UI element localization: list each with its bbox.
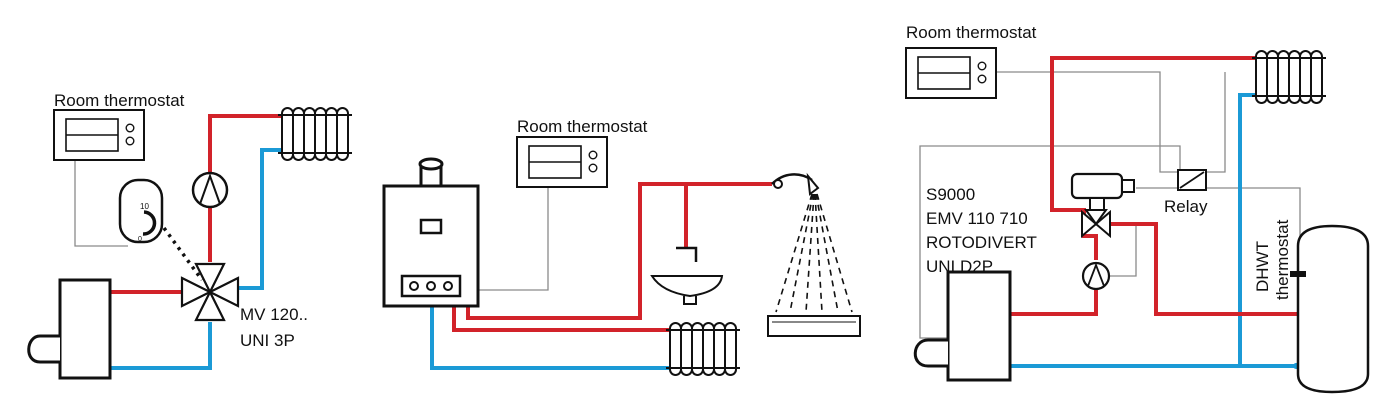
control-knob-icon <box>409 281 419 291</box>
hot-water-tank <box>1290 224 1370 394</box>
hot-dhw-pipe <box>466 182 772 320</box>
mixing-valve-icon <box>180 262 240 322</box>
boiler-wire <box>919 145 1181 339</box>
room-thermostat <box>53 109 145 161</box>
valve-label-line-3: ROTODIVERT <box>926 233 1037 252</box>
hot-flow-pipe <box>1010 290 1098 316</box>
sink-icon <box>650 246 724 305</box>
dial-min-label: 0 <box>138 236 142 243</box>
thermostat-label: Room thermostat <box>906 23 1037 42</box>
control-knob-icon <box>443 281 453 291</box>
thermostat-return-wire <box>1206 72 1226 173</box>
valve-label-line-4: UNI D2P <box>926 257 993 276</box>
burner-icon <box>27 334 60 364</box>
diagram-diverter-valve: Room thermostat Relay <box>905 23 1370 394</box>
hot-valve-to-radiator <box>1050 56 1262 260</box>
shower-icon <box>767 172 861 337</box>
tank-sensor <box>1290 271 1306 277</box>
cold-return-pipe <box>110 322 212 370</box>
valve-actuator: 10 0 <box>118 178 164 244</box>
room-thermostat <box>905 47 997 99</box>
burner-icon <box>913 338 948 368</box>
radiator-icon <box>1251 50 1327 104</box>
boiler-display <box>419 218 443 235</box>
relay-icon <box>1177 169 1207 191</box>
boiler-unit <box>946 270 1012 382</box>
boiler-controls <box>400 274 462 298</box>
valve-label-line-2: UNI 3P <box>240 331 295 350</box>
dhwt-label-line-2: thermostat <box>1273 219 1292 300</box>
thermostat-label: Room thermostat <box>54 91 185 110</box>
radiator-icon <box>277 107 353 161</box>
hot-valve-to-tank <box>1110 222 1304 316</box>
diverter-valve-icon <box>1070 172 1135 239</box>
valve-label-line-2: EMV 110 710 <box>926 209 1028 228</box>
valve-label-line-1: S9000 <box>926 185 975 204</box>
valve-label-line-1: MV 120.. <box>240 305 308 324</box>
dial-max-label: 10 <box>140 202 149 211</box>
cold-radiator-pipe <box>1238 93 1262 366</box>
flue-cap <box>418 157 444 171</box>
actuator-link <box>162 226 204 282</box>
pump-icon <box>191 171 229 209</box>
thermostat-wire <box>478 188 549 291</box>
dhwt-label-line-1: DHWT <box>1253 241 1272 292</box>
thermostat-label: Room thermostat <box>517 117 648 136</box>
hot-radiator-pipe <box>208 114 290 262</box>
thermostat-wire <box>74 158 128 247</box>
relay-label: Relay <box>1164 197 1208 216</box>
pump-icon <box>1081 261 1111 291</box>
radiator-icon <box>665 322 741 376</box>
control-knob-icon <box>426 281 436 291</box>
boiler-unit <box>58 278 112 380</box>
thermostat-to-relay-wire <box>997 71 1178 173</box>
room-thermostat <box>516 136 608 188</box>
diagram-mixing-valve: Room thermostat 10 0 MV 120.. UNI 3P <box>27 91 353 380</box>
diagram-combi-boiler: Room thermostat <box>382 117 861 376</box>
cold-radiator-pipe <box>228 148 290 290</box>
hot-radiator-pipe <box>452 306 670 332</box>
pump-wire <box>1108 226 1137 277</box>
cold-return-pipe <box>430 306 670 370</box>
